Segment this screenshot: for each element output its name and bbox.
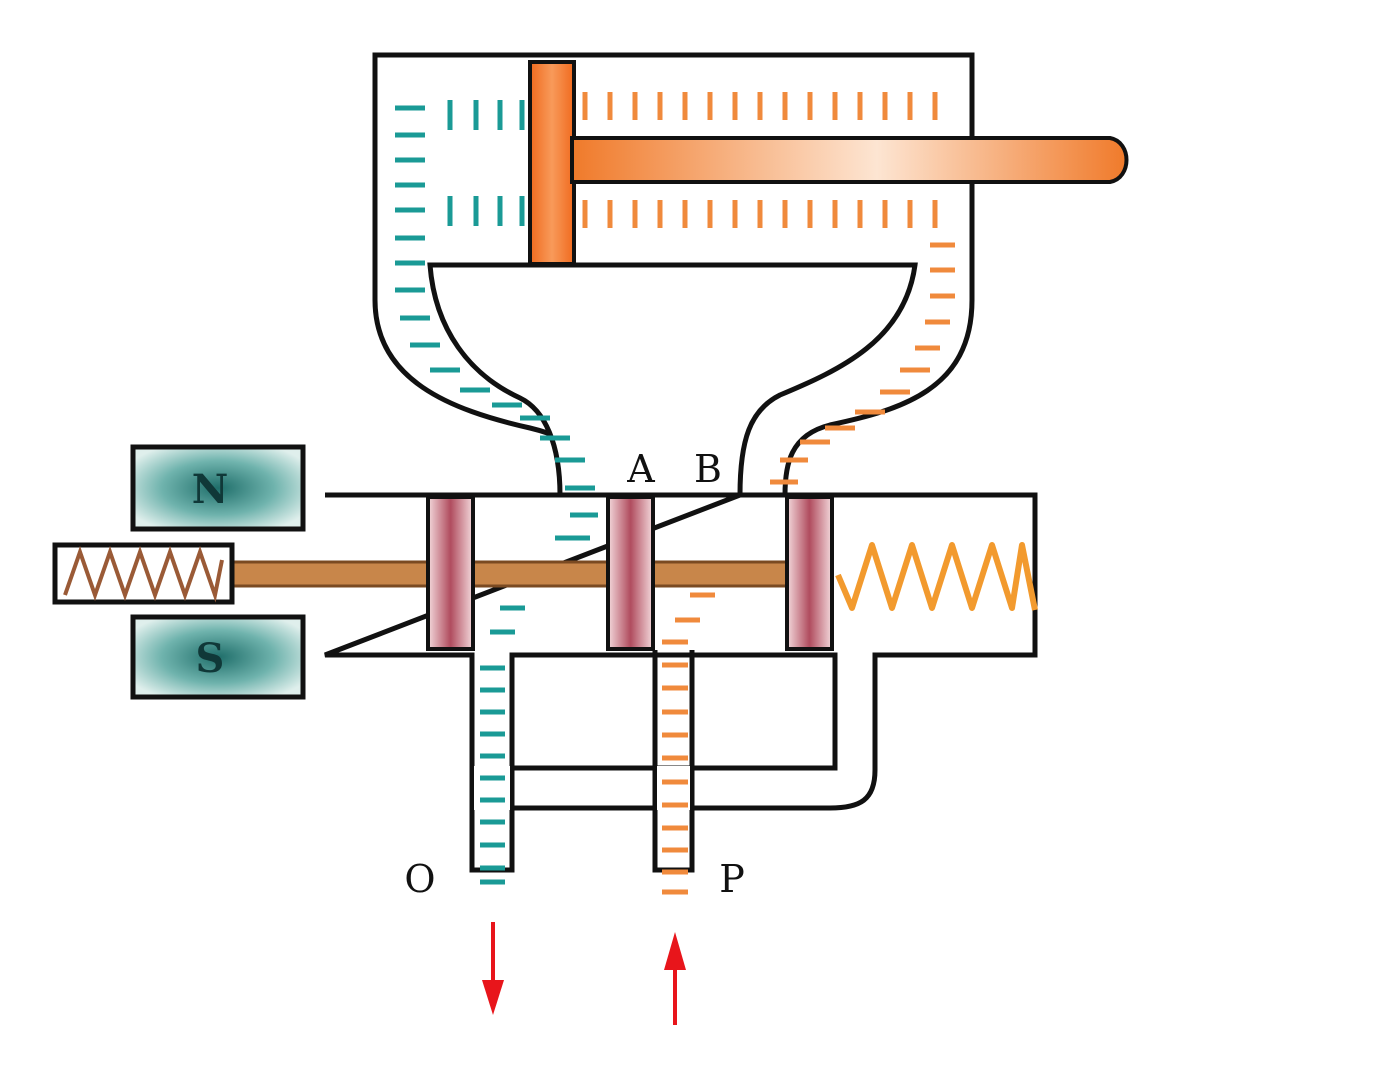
cylinder-wall-top	[372, 52, 975, 300]
spool	[230, 495, 834, 651]
spool-land-right	[785, 495, 834, 651]
north-label: N	[192, 466, 229, 513]
port-o-label: O	[404, 857, 435, 901]
south-label: S	[196, 635, 225, 682]
solenoid-coil-icon	[52, 542, 235, 605]
north-magnet-icon: N	[130, 444, 306, 532]
piston	[528, 60, 1129, 266]
port-p-label: P	[719, 857, 745, 901]
flow-arrow-up-icon	[664, 932, 686, 1025]
o-port-gap	[474, 766, 510, 810]
piston-head	[528, 60, 576, 266]
flow-arrow-down-icon	[482, 922, 504, 1015]
port-b-label: B	[694, 447, 722, 491]
pressure-fluid-p-line	[662, 592, 715, 895]
south-magnet-icon: S	[130, 614, 306, 700]
piston-rod	[570, 136, 1129, 184]
port-a-label: A	[626, 447, 655, 491]
return-fluid-cylinder	[395, 100, 598, 541]
spool-rod	[230, 560, 814, 588]
pressure-fluid-cylinder	[582, 92, 955, 548]
return-spring-icon	[835, 542, 1038, 611]
return-fluid-o-line	[480, 605, 525, 885]
spool-land-middle	[606, 495, 655, 651]
cylinder-inner-cone	[427, 262, 918, 498]
p-port-channel	[652, 650, 695, 870]
spool-land-left	[426, 495, 475, 651]
o-port-channel	[469, 655, 515, 870]
